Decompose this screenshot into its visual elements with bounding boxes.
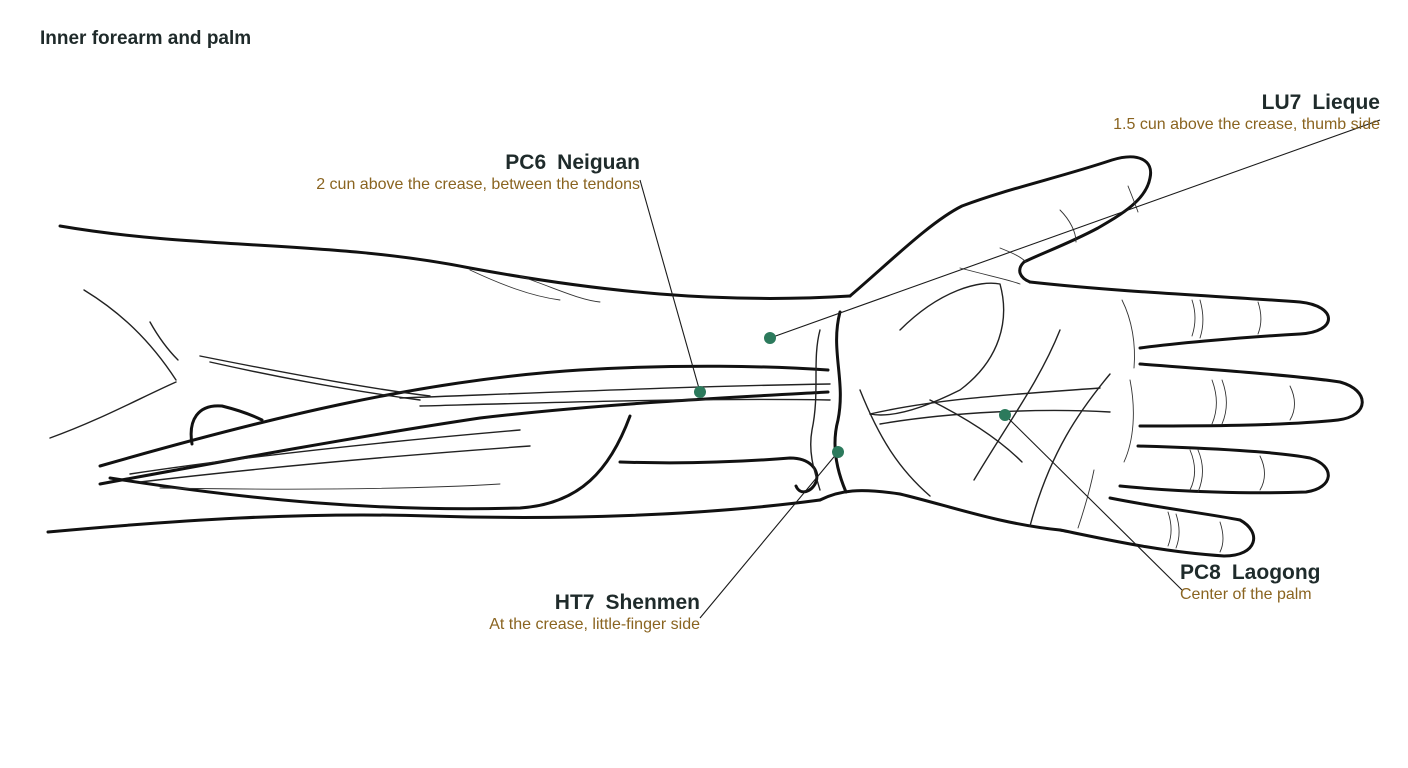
acupoint-label-pc6: PC6 Neiguan 2 cun above the crease, betwe…: [316, 151, 640, 195]
acupoint-description: Center of the palm: [1180, 586, 1312, 603]
leader-line-lu7: [769, 119, 1381, 339]
arm-outline: [46, 155, 1364, 558]
acupoint-code: PC6: [505, 151, 547, 174]
acupoint-description: 2 cun above the crease, between the tend…: [316, 176, 640, 193]
acupoint-title: PC8 Laogong: [1180, 561, 1321, 585]
acupoint-label-ht7: HT7 Shenmen At the crease, little-finger …: [489, 591, 700, 635]
leader-line-pc8: [1004, 414, 1183, 591]
page-title: Inner forearm and palm: [40, 28, 252, 49]
acupoint-marker-lu7[interactable]: [764, 332, 776, 344]
acupoint-description: At the crease, little-finger side: [489, 616, 700, 633]
acupoint-name: Laogong: [1231, 561, 1321, 584]
acupoint-label-lu7: LU7 Lieque 1.5 cun above the crease, thum…: [1113, 91, 1380, 135]
acupoint-title: LU7 Lieque: [1113, 91, 1380, 115]
acupoint-title: HT7 Shenmen: [489, 591, 700, 615]
acupoint-name: Neiguan: [557, 151, 640, 174]
arm-detail-lines: [49, 185, 1139, 490]
acupoint-name: Lieque: [1312, 91, 1380, 114]
acupoint-description: 1.5 cun above the crease, thumb side: [1113, 116, 1380, 133]
acupoint-marker-ht7[interactable]: [832, 446, 844, 458]
acupoint-code: HT7: [554, 591, 595, 614]
acupoint-markers: [694, 332, 1011, 458]
palm-lines: [859, 282, 1295, 553]
acupoint-marker-pc8[interactable]: [999, 409, 1011, 421]
acupoint-title: PC6 Neiguan: [316, 151, 640, 175]
acupoint-name: Shenmen: [605, 591, 700, 614]
acupoint-code: PC8: [1180, 561, 1221, 584]
acupoint-marker-pc6[interactable]: [694, 386, 706, 398]
leader-lines: [639, 119, 1381, 619]
leader-line-ht7: [699, 451, 839, 619]
acupoint-code: LU7: [1261, 91, 1302, 114]
leader-line-pc6: [639, 179, 701, 393]
acupoint-label-pc8: PC8 Laogong Center of the palm: [1180, 561, 1321, 605]
